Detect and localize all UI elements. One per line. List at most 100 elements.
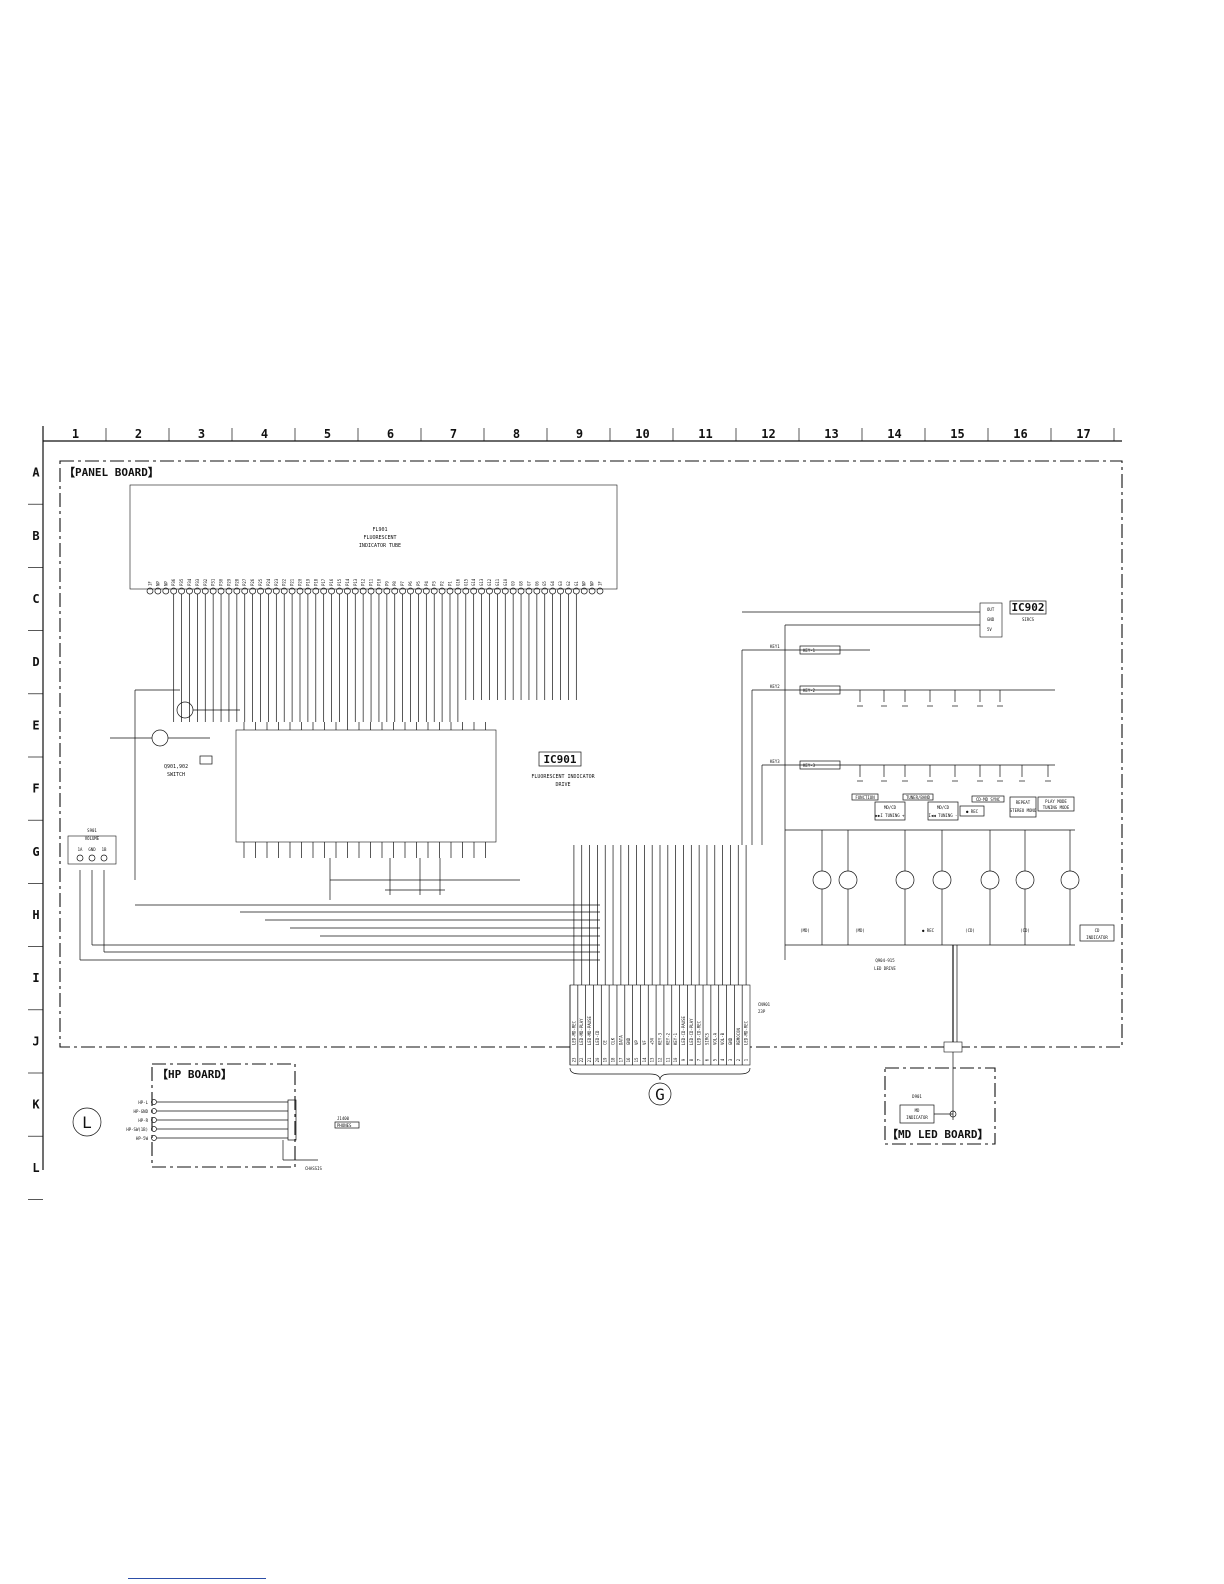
key-btn-5-l1: PLAY MODE [1045, 799, 1067, 804]
cn901-pin-num: 14 [642, 1057, 647, 1062]
cn901-pin-num: 21 [587, 1057, 592, 1062]
hp-signal-label: HP-SW(1B) [126, 1127, 148, 1132]
fl901-pin-label: G1 [574, 581, 579, 586]
fl901-pin-label: P12 [361, 578, 366, 586]
key1-tag: KEY-1 [803, 648, 816, 653]
key-matrix: KEY-1 KEY-2 KEY-3 KEY1 KEY2 KEY3 [741, 611, 1055, 960]
fl901-pin-label: G16 [455, 578, 460, 586]
cn901-pin-num: 4 [720, 1058, 725, 1061]
ic901-name: IC901 [543, 753, 576, 766]
grid-row-label: B [32, 529, 39, 543]
cn901-signal: KEY-1 [673, 1032, 678, 1045]
grid-row-label: H [32, 908, 39, 922]
cn901-pin-num: 11 [665, 1057, 670, 1062]
key3-tag: KEY-3 [803, 763, 816, 768]
cn901-pin-num: 5 [712, 1058, 717, 1061]
fl901-pin-label: NP [590, 581, 595, 586]
fl901-pin-label: P28 [234, 578, 239, 586]
volume-pin-label: GND [88, 847, 96, 852]
fl901-pin-label: NP [582, 581, 587, 586]
connector-wires [573, 845, 747, 985]
key2-line: KEY2 [770, 684, 780, 689]
key-tag-tuner: TUNER/BAND [906, 795, 931, 800]
cn901-signal: LED-CD-PAUSE [681, 1016, 686, 1045]
grid-col-label: 4 [261, 427, 268, 441]
led-mark: (CD) [965, 928, 975, 933]
md-led-content: D901 MD INDICATOR [899, 1094, 957, 1124]
grid-row-label: L [32, 1161, 39, 1175]
volume-pin [76, 854, 84, 862]
cn901-ref: CN901 [758, 1002, 771, 1007]
fl901-pin-label: NP [163, 581, 168, 586]
cn901-signal: GND [626, 1037, 631, 1045]
grid-col-label: 1 [72, 427, 79, 441]
grid-row-label: D [32, 655, 39, 669]
fl901-pin-label: P33 [195, 578, 200, 586]
cn901-desc: 23P [758, 1009, 766, 1014]
fl901-pin-label: G6 [534, 581, 539, 586]
q901-label1: Q901,902 [164, 764, 188, 770]
fl901-desc2: INDICATOR TUBE [359, 543, 401, 549]
led-drive-label2: LED DRIVE [874, 966, 896, 971]
fl901-pin-label: P18 [313, 578, 318, 586]
cn901-signal: REMOCON [736, 1028, 741, 1045]
cn901-pin-num: 23 [571, 1057, 576, 1062]
fl901-pin-label: G15 [463, 578, 468, 586]
fl901-pin-label: P21 [290, 578, 295, 586]
fl901-pin-label: P27 [242, 578, 247, 586]
cn901-pin-num: 2 [736, 1058, 741, 1061]
hp-jack-desc: PHONES [337, 1123, 352, 1128]
fl901-pin-label: P25 [258, 578, 263, 586]
hp-signal-pin [151, 1108, 157, 1114]
cn901-signal: CE [603, 1040, 608, 1045]
fl901-pin-label: P1 [448, 581, 453, 586]
led-mark: ● REC [922, 928, 935, 933]
grid-col-label: 8 [513, 427, 520, 441]
md-led-connector [943, 945, 963, 1120]
fl901-pin-label: P15 [337, 578, 342, 586]
fl901-pin-label: P31 [211, 578, 216, 586]
cn901-pin-num: 3 [728, 1058, 733, 1061]
grid-col-label: 12 [761, 427, 775, 441]
page-bottom-rule [128, 1578, 266, 1579]
key2-tag: KEY-2 [803, 688, 816, 693]
key-btn-4-l1: REPEAT [1016, 800, 1031, 805]
fl901-ref: FL901 [372, 527, 387, 533]
key-btn-1-l2: ▶▶I TUNING + [876, 813, 905, 818]
cn901-pin-num: 10 [673, 1057, 678, 1062]
fl901-pin [588, 587, 596, 595]
fl901-pin-label: G8 [519, 581, 524, 586]
led-mark: (MD) [800, 928, 810, 933]
cd-indicator-l2: INDICATOR [1086, 935, 1108, 940]
cn901-signal: GND [728, 1037, 733, 1045]
cd-indicator-l1: CD [1095, 928, 1100, 933]
led-drive: Q904-915 LED DRIVE CD INDICATOR (MD)(MD)… [785, 829, 1115, 971]
key-btn-2-l2: I◀◀ TUNING - [929, 813, 958, 818]
cn901-signal: LED-MD-PLAY [579, 1018, 584, 1045]
fl901-pin-label: P34 [187, 578, 192, 586]
led-transistor [1015, 870, 1035, 890]
fl901-pin [154, 587, 162, 595]
grid-row-label: C [32, 592, 39, 606]
fl901-pin-label: G2 [566, 581, 571, 586]
key-btn-4-l2: STEREO MONO [1010, 808, 1037, 813]
fl901-pin-label: G13 [479, 578, 484, 586]
key1-line: KEY1 [770, 644, 780, 649]
ic902-pin-out: OUT [987, 607, 995, 612]
grid-col-label: 6 [387, 427, 394, 441]
volume-ref: S901 [87, 828, 97, 833]
key-button-labels: MD/CD ▶▶I TUNING + MD/CD I◀◀ TUNING - ● … [851, 793, 1075, 821]
grid-col-label: 11 [698, 427, 712, 441]
fl901-pin [580, 587, 588, 595]
hp-marker: L [82, 1113, 92, 1132]
cn901-pin-num: 16 [626, 1057, 631, 1062]
ic902-block: OUT GND 5V IC902 SIRCS [979, 600, 1047, 638]
fl901-pin-label: P30 [219, 578, 224, 586]
fl901-pin-label: P7 [400, 581, 405, 586]
cn901-signal: VOL-A [712, 1032, 717, 1045]
cn901-pin-num: 1 [744, 1058, 749, 1061]
fl901-pin-label: P29 [226, 578, 231, 586]
fl901-desc1: FLUORESCENT [363, 535, 396, 541]
